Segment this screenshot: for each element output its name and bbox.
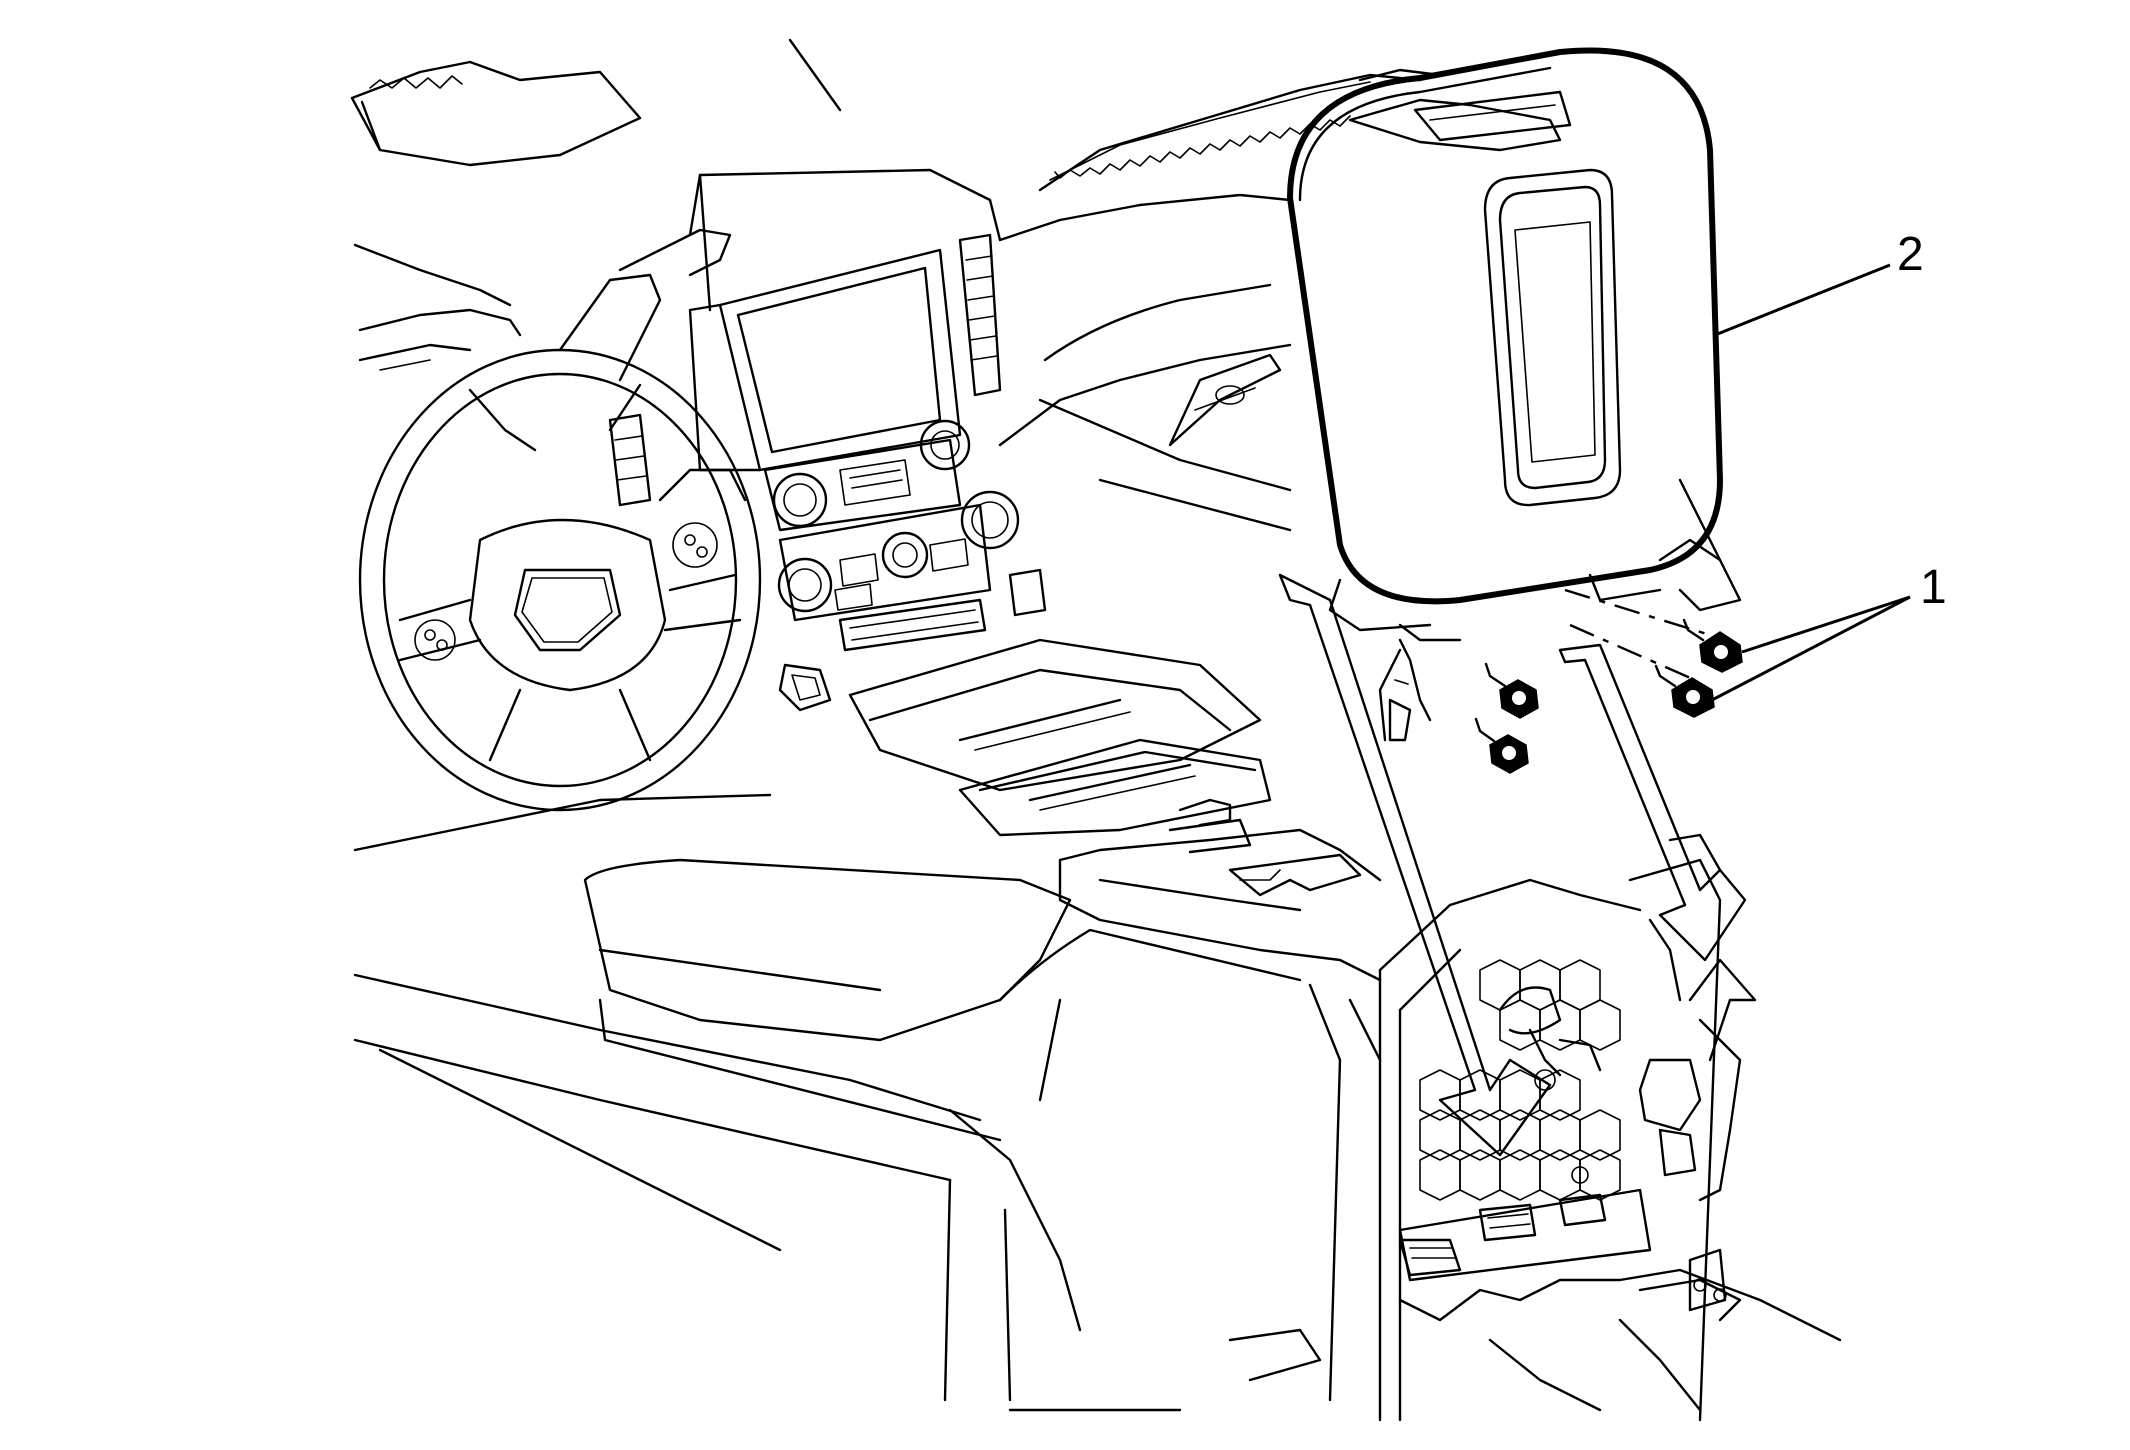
- floor-console-front: [848, 638, 1272, 854]
- bolt-upper-right: [1682, 618, 1743, 673]
- center-stack: [608, 233, 1047, 712]
- instrument-panel: [353, 168, 1002, 371]
- console-body: [998, 798, 1382, 1402]
- callout-leader-1: [1711, 595, 1911, 702]
- storage-compartment: [1287, 47, 1742, 742]
- callout-leader-2: [1714, 263, 1891, 337]
- bolt-upper-left: [1484, 662, 1539, 719]
- bolt-lower-right: [1654, 664, 1715, 718]
- callout-label-1: 1: [1920, 561, 1947, 614]
- console-internal-structure: [1228, 833, 1842, 1422]
- left-seat-area: [353, 793, 1182, 1412]
- bolt-lower-left: [1474, 717, 1529, 774]
- dashboard-top: [350, 38, 1562, 192]
- steering-wheel: [358, 273, 762, 812]
- passenger-dashboard: [998, 193, 1722, 562]
- installation-arrow-left: [1278, 573, 1552, 1157]
- installation-arrow-right: [1558, 643, 1757, 1062]
- callout-label-2: 2: [1897, 228, 1924, 281]
